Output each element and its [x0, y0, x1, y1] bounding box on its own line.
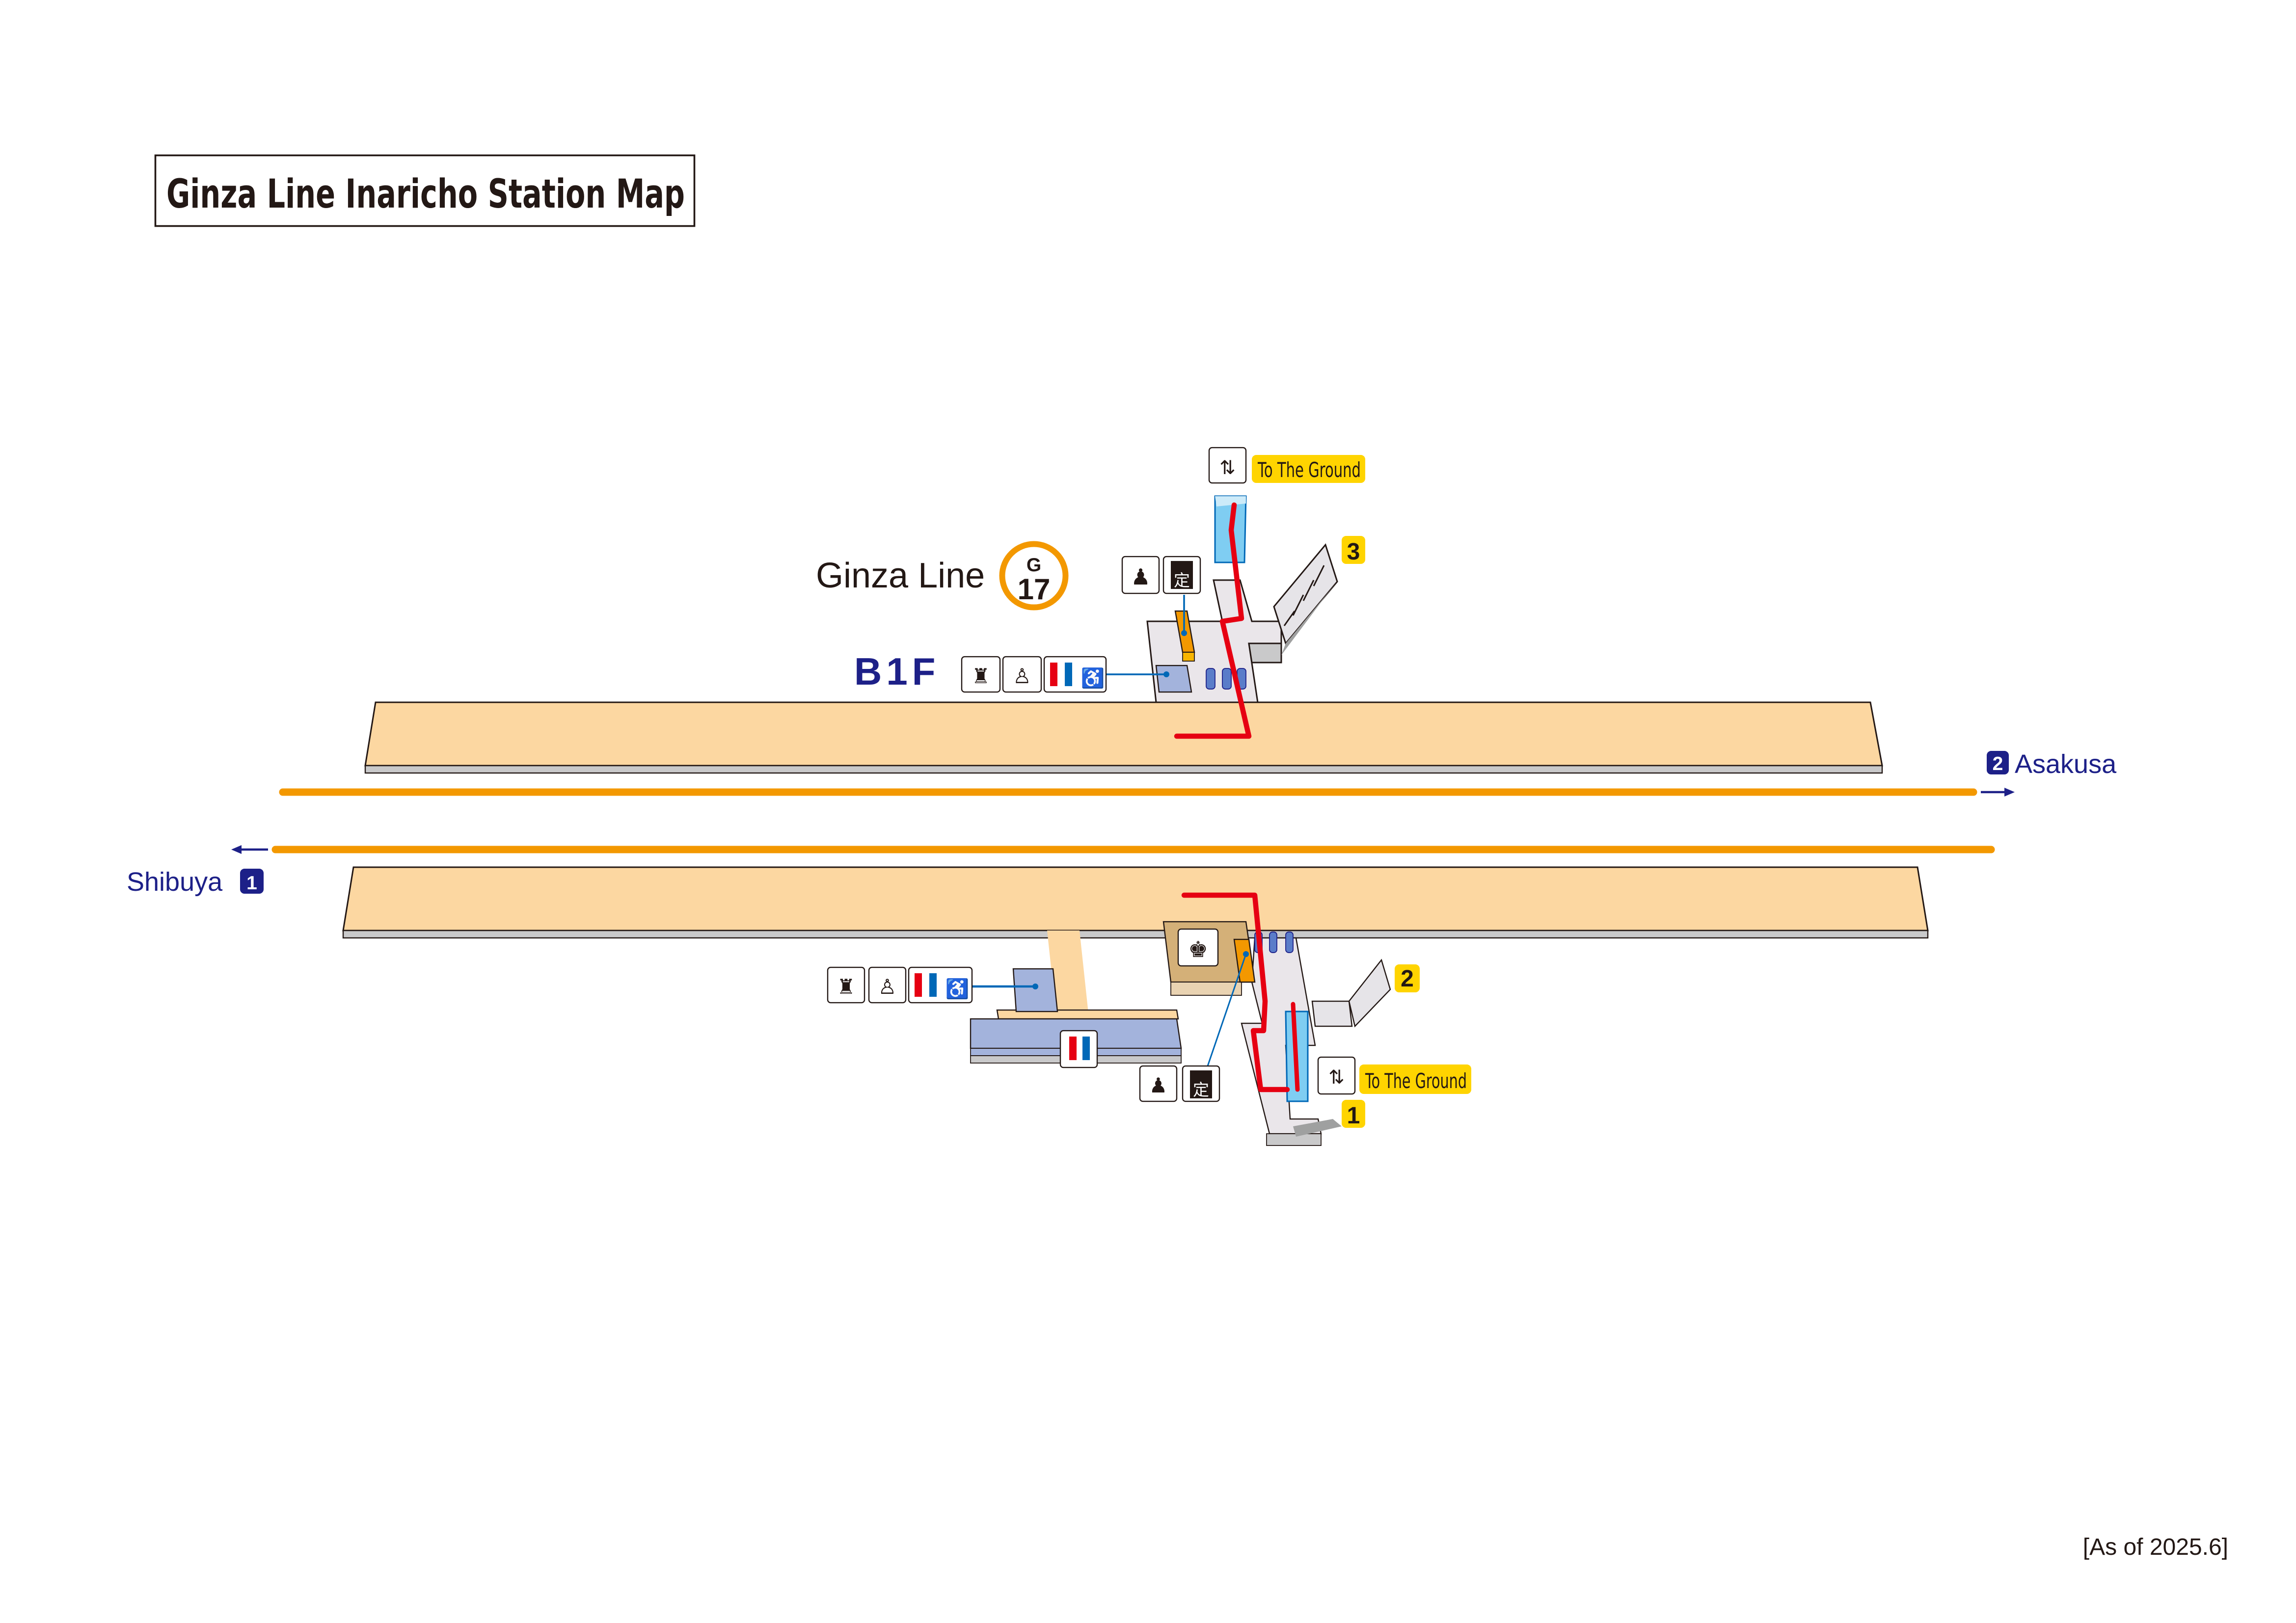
exit-1-badge: [1342, 1100, 1365, 1128]
elevator-icon: [1317, 1056, 1356, 1095]
line-code-letter: G: [1026, 555, 1041, 576]
svg-text:Shibuya: Shibuya: [127, 867, 223, 897]
svg-text:1: 1: [246, 873, 257, 894]
toilet-icons-north: ♜ ♙ ♿: [961, 656, 1107, 693]
exit-2-label: 2: [1401, 966, 1414, 992]
svg-text:♙: ♙: [878, 976, 897, 999]
title-box: Ginza Line Inaricho Station Map: [154, 154, 696, 227]
stairs-exit-3: [1273, 543, 1338, 656]
exit-3-label: 3: [1347, 539, 1360, 565]
toilet-lower: [970, 968, 1182, 1068]
svg-text:♜: ♜: [972, 665, 990, 688]
station-office-icon: [1177, 928, 1219, 967]
wheelchair-icon: ♿: [945, 978, 970, 1000]
toilet-icon: [1059, 1030, 1098, 1068]
to-ground-badge-south: [1359, 1064, 1471, 1094]
svg-text:定: 定: [1174, 571, 1190, 589]
baby-changing-icon: [868, 966, 907, 1004]
svg-text:定: 定: [1193, 1081, 1209, 1099]
arrow-right-icon: [2004, 788, 2015, 797]
platform-lower: [342, 866, 1929, 1020]
to-ground-label-north: To The Ground: [1257, 458, 1361, 482]
station-number-badge: G 17: [999, 541, 1069, 611]
svg-text:2: 2: [1993, 753, 2003, 774]
fare-adjustment-icon: [1121, 556, 1160, 594]
toilet-icon: [1043, 656, 1107, 693]
station-code-number: 17: [1018, 573, 1051, 606]
svg-text:♙: ♙: [1013, 665, 1031, 688]
wheelchair-icon: ♿: [1081, 667, 1105, 689]
toilet-icon: [908, 966, 973, 1004]
elevator-icon: [1208, 447, 1247, 484]
svg-text:♜: ♜: [837, 976, 856, 999]
baby-changing-icon: [1002, 656, 1042, 693]
platform-upper: [364, 701, 1883, 774]
floor-label: B1F: [854, 650, 940, 693]
page-title: Ginza Line Inaricho Station Map: [166, 171, 685, 217]
accessible-route-north: [1174, 502, 1252, 739]
svg-text:⇅: ⇅: [1219, 457, 1236, 479]
to-ground-label-south: To The Ground: [1365, 1069, 1467, 1093]
fare-adjustment-icon: [1139, 1065, 1178, 1102]
accessible-route-south: [1181, 892, 1290, 1092]
first-aid-room-icon: [961, 656, 1001, 693]
to-ground-badge-north: [1252, 455, 1365, 483]
first-aid-room-icon: [827, 966, 865, 1004]
stairs-exit-1: [1293, 1119, 1342, 1137]
svg-text:⇅: ⇅: [1328, 1067, 1345, 1088]
line-name: Ginza Line: [816, 556, 985, 595]
svg-text:♟: ♟: [1149, 1075, 1168, 1097]
toilet-icons-lower: ♜ ♙ ♿: [827, 966, 973, 1004]
svg-text:♟: ♟: [1131, 565, 1150, 589]
svg-text:♚: ♚: [1188, 937, 1208, 962]
direction-asakusa: 2 Asakusa: [1981, 749, 2117, 797]
as-of-date: [As of 2025.6]: [2083, 1534, 2228, 1560]
arrow-left-icon: [231, 845, 242, 854]
exit-2-badge: [1395, 964, 1420, 993]
exit-3-badge: [1342, 536, 1365, 564]
toilet-north: [1155, 665, 1192, 693]
svg-text:Asakusa: Asakusa: [2015, 749, 2117, 779]
exit-1-label: 1: [1347, 1103, 1360, 1129]
stairs-exit-2: [1348, 958, 1391, 1028]
direction-shibuya: Shibuya 1: [127, 845, 268, 897]
ticket-gates-north: [1206, 668, 1246, 690]
